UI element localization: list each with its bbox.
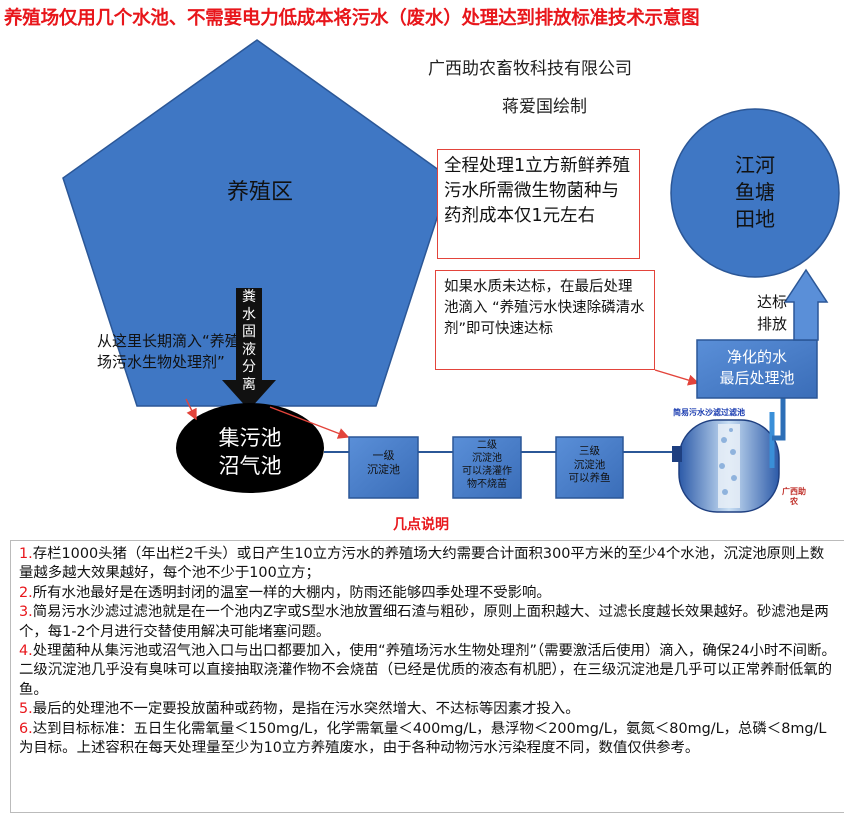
sand-filter-icon [672,394,786,513]
tank-1-label: 一级 沉淀池 [367,449,400,476]
note-item: 4.处理菌种从集污池或沼气池入口与出口都要加入，使用“养殖场污水生物处理剂”（需… [19,643,836,698]
note-item: 6.达到目标标准：五日生化需氧量＜150mg/L，化学需氧量＜400mg/L，悬… [19,720,827,757]
discharge-arrow [783,268,829,341]
farm-area-label: 养殖区 [226,180,293,205]
separation-label: 粪水固液分离 [242,289,256,393]
destination-circle [670,108,840,278]
collection-pool-label: 集污池 沼气池 [218,426,282,478]
discharge-label: 达标排放 [756,293,787,333]
note-item: 2.所有水池最好是在透明封闭的温室一样的大棚内，防雨还能够四季处理不受影响。 [19,584,551,601]
process-diagram [62,39,840,513]
note-item: 3.简易污水沙滤过滤池就是在一个池内Z字或S型水池放置细石渣与粗砂，原则上面积越… [19,604,829,640]
tank-2 [452,436,522,499]
note-item: 5.最后的处理池不一定要投放菌种或药物，是指在污水突然增大、不达标等因素才投入。 [19,701,580,718]
tank-3-label: 三级 沉淀池 可以养鱼 [568,445,611,484]
final-pool-label: 净化的水 最后处理池 [719,348,795,387]
notes-title: 几点说明 [393,517,449,533]
sand-filter-label: 简易污水沙滤过滤池 [673,408,745,417]
cost-note: 全程处理1立方新鲜养殖污水所需微生物菌种与药剂成本仅1元左右 [437,149,640,259]
page-title: 养殖场仅用几个水池、不需要电力低成本将污水（废水）处理达到排放标准技术示意图 [4,8,700,29]
destination-label: 江河 鱼塘 田地 [735,153,775,231]
tip-note: 如果水质未达标，在最后处理池滴入 “养殖污水快速除磷清水剂”即可快速达标 [435,270,655,370]
company-name: 广西助农畜牧科技有限公司 [428,59,632,79]
tank-1 [348,436,419,499]
drip-note: 从这里长期滴入“养殖场污水生物处理剂” [97,332,240,371]
tank-3 [555,436,624,499]
separation-arrow [222,288,276,410]
final-pool [696,339,818,399]
collection-pool-ellipse [176,403,324,493]
tank-2-label: 二级 沉淀池 可以浇灌作 物不烧苗 [462,440,512,490]
notes-list: 1.存栏1000头猪（年出栏2千头）或日产生10立方污水的养殖场大约需要合计面积… [10,540,844,813]
note-item: 1.存栏1000头猪（年出栏2千头）或日产生10立方污水的养殖场大约需要合计面积… [19,546,825,582]
brand-label: 广西助农 [782,487,806,506]
author-credit: 蒋爱国绘制 [502,97,587,117]
